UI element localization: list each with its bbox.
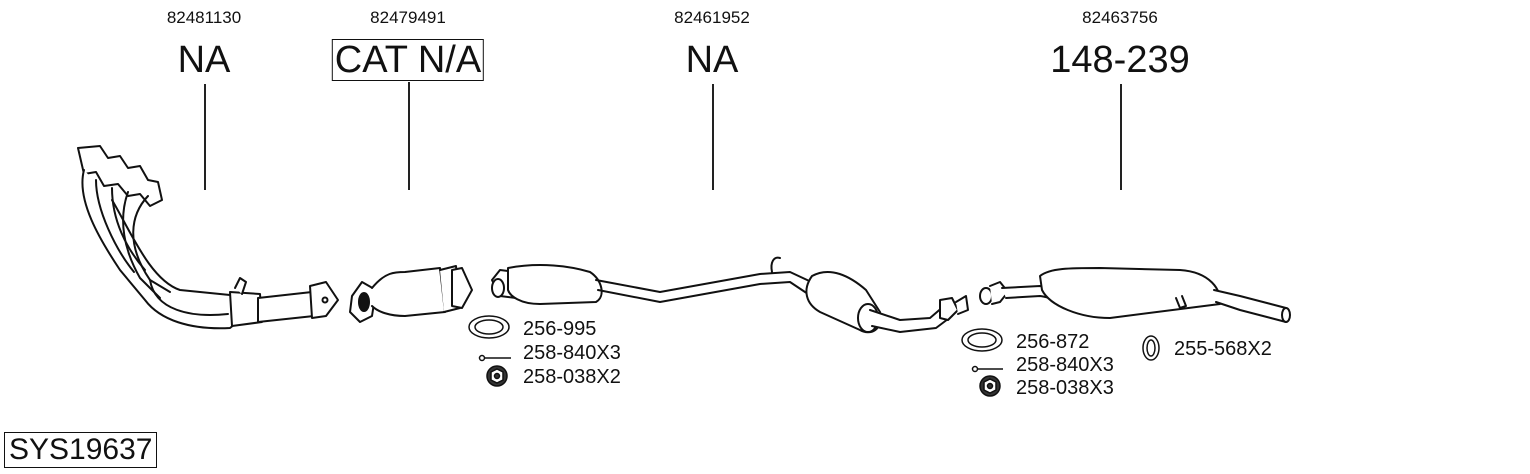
middle-silencer-drawing[interactable] [492,258,968,333]
nut-icon [487,366,507,386]
leader-line-catalyst [408,82,410,190]
part-oem-number-manifold: 82481130 [166,8,242,27]
accessory-label[interactable]: 258-840X3 [523,342,621,364]
part-code-catalyst[interactable]: CAT N/A [331,39,485,81]
accessory-label[interactable]: 258-038X3 [1016,377,1114,399]
leader-line-rear-silencer [1120,84,1122,190]
accessory-label[interactable]: 256-995 [523,318,597,340]
leader-line-middle-silencer [712,84,714,190]
accessory-label[interactable]: 258-840X3 [1016,354,1114,376]
bolt-icon [973,367,1004,372]
catalyst-drawing[interactable] [350,266,472,322]
bolt-icon [480,356,512,361]
part-code-manifold[interactable]: NA [177,39,231,81]
part-oem-number-middle-silencer: 82461952 [674,8,750,27]
accessory-label[interactable]: 258-038X2 [523,366,621,388]
accessory-label[interactable]: 255-568X2 [1174,338,1272,360]
part-oem-number-rear-silencer: 82463756 [1082,8,1158,27]
system-id-label: SYS19637 [4,432,158,468]
nut-icon [980,376,1000,396]
accessory-label[interactable]: 256-872 [1016,331,1090,353]
rear-silencer-drawing[interactable] [980,268,1290,322]
gasket-ring-icon [962,329,1002,351]
rubber-mount-icon [1143,336,1159,360]
part-code-rear-silencer[interactable]: 148-239 [1050,39,1190,81]
part-code-middle-silencer[interactable]: NA [685,39,739,81]
leader-line-manifold [204,84,206,190]
manifold-drawing[interactable] [78,146,338,328]
gasket-ring-icon [469,316,509,338]
part-oem-number-catalyst: 82479491 [370,8,446,27]
